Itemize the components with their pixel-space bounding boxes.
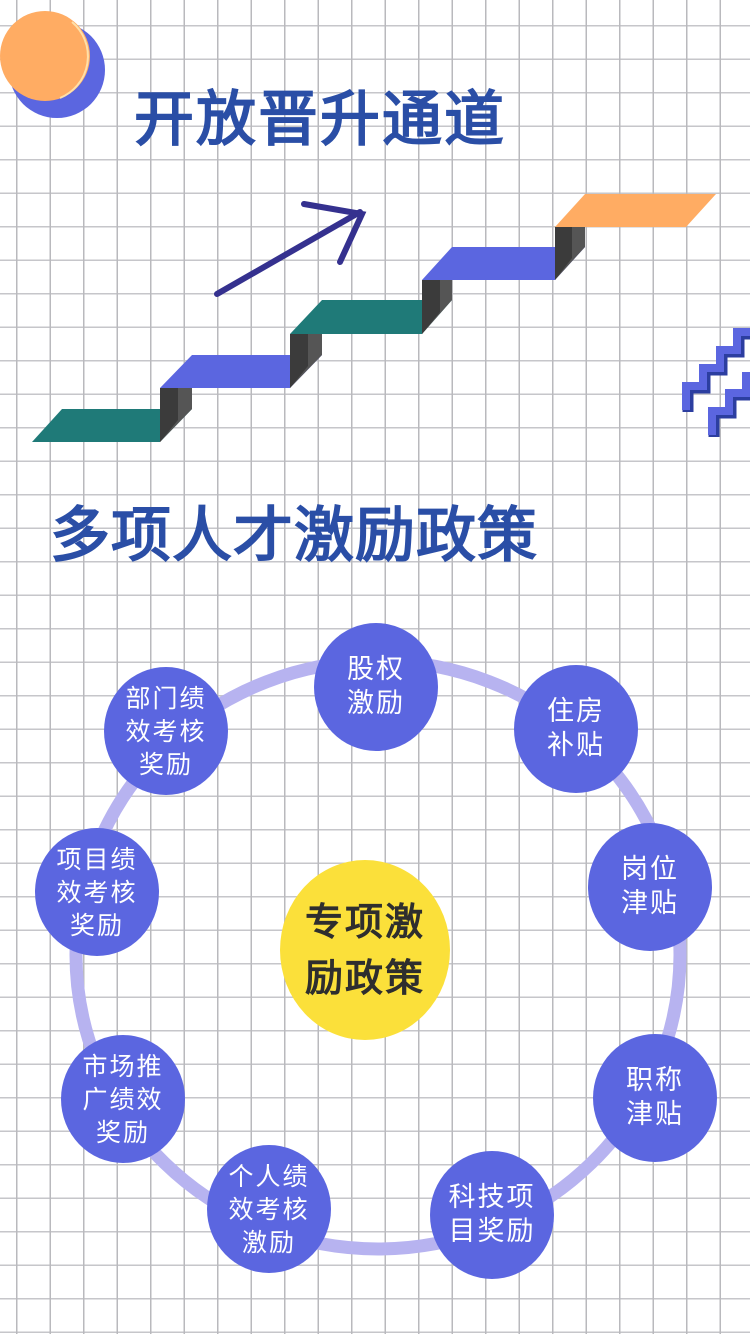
node-post-allowance: 岗位 津贴 xyxy=(588,823,712,951)
node-marketing-performance: 市场推 广绩效 奖励 xyxy=(61,1035,185,1163)
node-tech-project-award: 科技项 目奖励 xyxy=(430,1151,554,1279)
node-title-allowance: 职称 津贴 xyxy=(593,1034,717,1162)
node-department-performance: 部门绩 效考核 奖励 xyxy=(104,667,228,795)
up-right-arrow-icon xyxy=(214,201,367,297)
zigzag-icon xyxy=(682,328,750,437)
orange-blue-circles-icon xyxy=(0,11,105,118)
section-title-incentives: 多项人才激励政策 xyxy=(50,501,538,571)
node-equity-incentive: 股权 激励 xyxy=(314,623,438,751)
node-personal-performance: 个人绩 效考核 激励 xyxy=(207,1145,331,1273)
section-title-promotion: 开放晋升通道 xyxy=(134,85,506,155)
node-housing-subsidy: 住房 补贴 xyxy=(514,665,638,793)
node-project-performance: 项目绩 效考核 奖励 xyxy=(35,828,159,956)
center-special-incentive: 专项激 励政策 xyxy=(280,860,450,1040)
staircase-icon xyxy=(32,194,716,442)
